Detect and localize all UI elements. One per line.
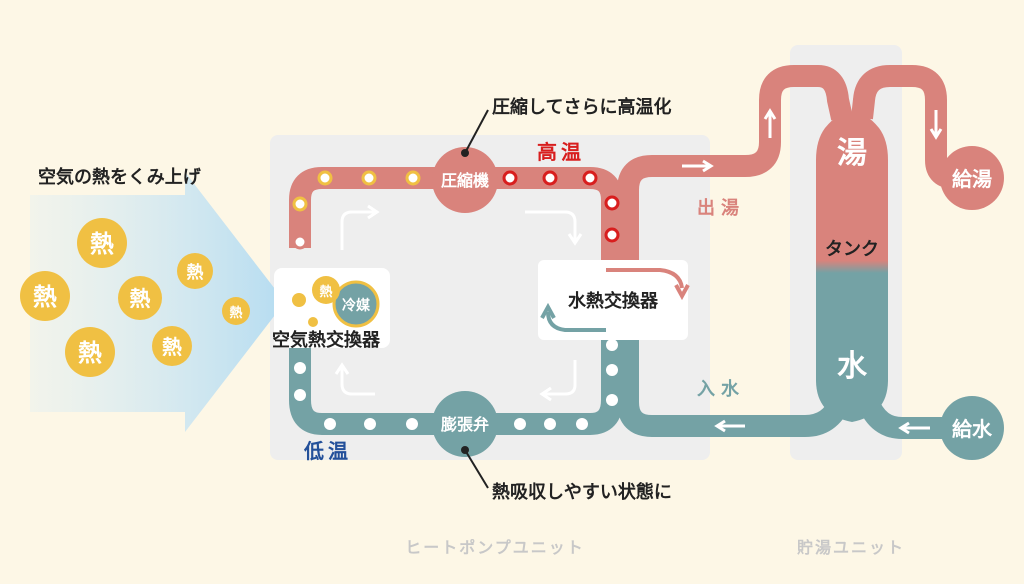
- heat-ball-label: 熱: [33, 283, 57, 311]
- refrigerant-label: 冷媒: [342, 297, 371, 314]
- flow-arrow-icon: [340, 210, 375, 250]
- heat-ball-label: 熱: [162, 335, 182, 359]
- heat-dot: [292, 293, 306, 307]
- heat-pump-unit-panel: [270, 135, 710, 460]
- heat-balls: 熱 熱 熱 熱 熱 熱 熱: [20, 218, 250, 377]
- heat-dot: [308, 317, 318, 327]
- supply-water-arrow-icon: [898, 421, 930, 435]
- heat-ball-icon: [77, 218, 127, 268]
- water-in-label: 入水: [697, 378, 745, 400]
- supply-hot-label: 給湯: [952, 167, 992, 191]
- heat-ball-icon: [65, 327, 115, 377]
- water-label: 水: [837, 349, 868, 384]
- absorb-note: 熱吸収しやすい状態に: [492, 481, 672, 503]
- hot-water-label: 湯: [837, 136, 867, 171]
- tank-label: タンク: [825, 239, 879, 260]
- air-hx-label: 空気熱交換器: [272, 329, 381, 351]
- refrigerant-dots-warm: [292, 170, 421, 212]
- heat-pump-unit-label: ヒートポンプユニット: [405, 538, 585, 557]
- flow-arrow-icon: [545, 360, 577, 396]
- air-heat-title: 空気の熱をくみ上げ: [38, 166, 202, 188]
- water-return-pipe: [617, 330, 851, 437]
- up-arrow-icon: [763, 108, 777, 138]
- tank: [816, 111, 888, 422]
- compressor-label: 圧縮機: [441, 171, 489, 190]
- refrigerant-dots-hot: [502, 170, 620, 243]
- water-heat-exchanger: [538, 260, 688, 340]
- storage-unit-label: 貯湯ユニット: [797, 538, 905, 557]
- heat-ball-icon: [222, 297, 250, 325]
- flow-arrow-icon: [340, 368, 375, 396]
- heat-ball-label: 熱: [78, 339, 102, 367]
- expansion-valve-label: 膨張弁: [441, 415, 489, 434]
- compress-note-dot: [461, 149, 469, 157]
- refrigerant-dot: [292, 234, 308, 250]
- absorb-note-dot: [461, 446, 469, 454]
- compress-note-leader: [464, 109, 489, 154]
- flow-arrow-head-icon: [567, 233, 583, 246]
- hx-hot-arrowhead-icon: [674, 284, 690, 301]
- hx-hot-curve: [606, 268, 684, 289]
- hot-out-arrow-icon: [682, 159, 714, 173]
- heat-ball-small: [312, 276, 340, 304]
- compressor: [432, 147, 498, 213]
- flow-arrow-head-icon: [367, 204, 380, 220]
- water-in-arrow-icon: [714, 419, 745, 433]
- expansion-valve: [432, 391, 498, 457]
- flow-arrow-icon: [525, 210, 577, 240]
- down-arrow-icon: [929, 110, 943, 140]
- high-temp-label: 高温: [537, 140, 585, 164]
- supply-hot-circle: [940, 146, 1004, 210]
- heat-ball-label: 熱: [229, 305, 242, 321]
- refrigerant-dots-cold: [294, 339, 618, 430]
- refrigerant-circle: [332, 280, 380, 328]
- low-temp-label: 低温: [303, 439, 352, 463]
- heat-ball-icon: [152, 326, 192, 366]
- flow-arrow-head-icon: [334, 362, 350, 375]
- supply-water-label: 給水: [952, 417, 993, 441]
- supply-water-circle: [940, 396, 1004, 460]
- absorb-note-leader: [464, 449, 489, 489]
- supply-hot-pipe: [851, 65, 956, 189]
- heat-ball-icon: [118, 276, 162, 320]
- heat-ball-small-label: 熱: [319, 284, 332, 300]
- hot-out-label: 出湯: [697, 197, 745, 219]
- heat-ball-label: 熱: [187, 262, 204, 283]
- heat-ball-icon: [177, 253, 213, 289]
- hx-cold-curve: [546, 311, 606, 332]
- heat-ball-label: 熱: [130, 287, 151, 311]
- compress-note: 圧縮してさらに高温化: [492, 96, 671, 118]
- hx-cold-arrowhead-icon: [540, 302, 556, 319]
- heat-ball-label: 熱: [90, 230, 114, 258]
- flow-arrow-head-icon: [539, 386, 552, 402]
- water-hx-label: 水熱交換器: [568, 290, 659, 312]
- heat-ball-icon: [20, 271, 70, 321]
